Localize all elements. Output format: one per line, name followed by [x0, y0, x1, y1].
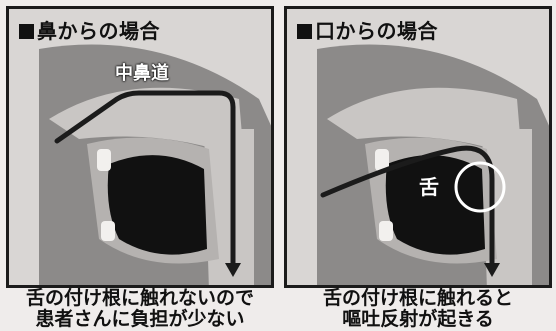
nasal-caption-line-2: 患者さんに負担が少ない — [35, 308, 245, 330]
upper-teeth — [375, 149, 389, 171]
nasal-tube — [54, 90, 236, 270]
oral-title-text: 口からの場合 — [315, 19, 438, 43]
tube-arrowhead — [484, 263, 500, 277]
nasal-caption-line-1: 舌の付け根に触れないので — [25, 287, 254, 309]
nasal-head-illustration — [39, 44, 271, 285]
oral-tube — [320, 145, 495, 270]
nasal-panel-title: 鼻からの場合 — [19, 15, 160, 44]
tongue-label: 舌 — [419, 175, 439, 199]
lower-teeth — [379, 221, 393, 241]
nasal-title-text: 鼻からの場合 — [37, 19, 160, 43]
tube-arrowhead — [225, 263, 241, 277]
upper-teeth — [97, 149, 111, 171]
title-square-icon — [297, 24, 312, 39]
nasal-route-panel: 鼻からの場合 中鼻道 — [6, 6, 274, 288]
gag-reflex-highlight-circle — [454, 161, 506, 213]
oral-cavity — [107, 155, 207, 255]
title-square-icon — [19, 24, 34, 39]
lower-teeth — [101, 221, 115, 241]
oral-route-panel: 口からの場合 舌 — [284, 6, 552, 288]
nasal-caption: 舌の付け根に触れないので 患者さんに負担が少ない — [6, 288, 274, 330]
oral-head-illustration — [317, 44, 549, 285]
nasal-cavity-tissue — [49, 87, 244, 159]
oral-caption-line-2: 嘔吐反射が起きる — [342, 308, 494, 330]
middle-meatus-label: 中鼻道 — [115, 63, 169, 84]
nasal-cavity-tissue — [327, 87, 522, 159]
oral-panel-title: 口からの場合 — [297, 15, 438, 44]
oral-cavity — [385, 155, 485, 255]
oral-caption-line-1: 舌の付け根に触れると — [322, 287, 513, 309]
oral-caption: 舌の付け根に触れると 嘔吐反射が起きる — [284, 288, 552, 330]
